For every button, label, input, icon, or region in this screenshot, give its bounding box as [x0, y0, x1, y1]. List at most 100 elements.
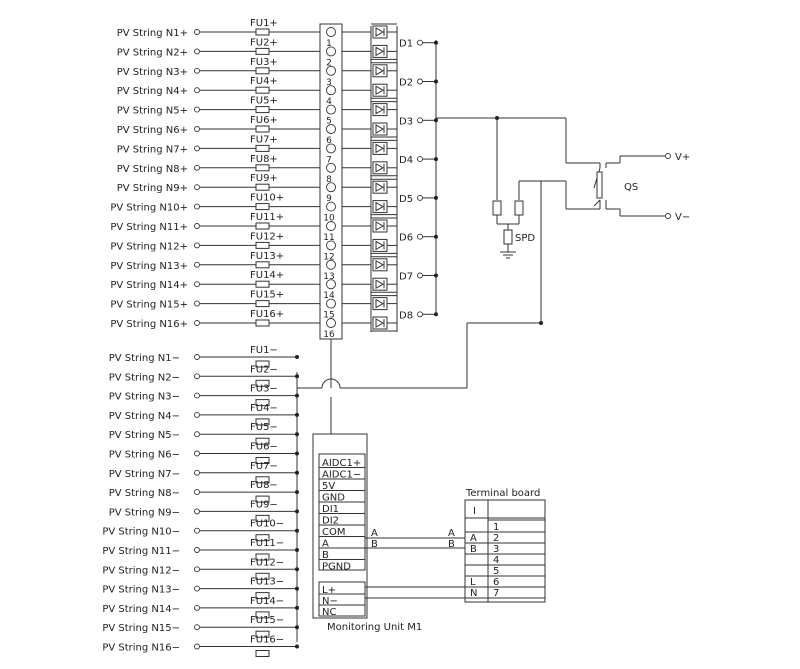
- neg-fuse-label: FU5−: [250, 422, 278, 433]
- pos-string-label: PV String N10+: [110, 203, 188, 214]
- terminal-number: 9: [326, 194, 332, 204]
- pos-fuse-label: FU16+: [250, 309, 284, 320]
- diode-box: [372, 180, 388, 194]
- terminal-screw: [326, 221, 336, 231]
- neg-string-terminal: [194, 585, 200, 592]
- pos-string-terminal: [194, 67, 200, 74]
- neg-string-terminal: [194, 643, 200, 650]
- pos-string-terminal: [194, 184, 200, 191]
- terminal-screw: [326, 318, 336, 328]
- neg-bus-junction: [295, 393, 299, 398]
- diode-arrow: [375, 162, 385, 173]
- diode-box: [372, 83, 388, 97]
- neg-fuse-label: FU11−: [250, 538, 284, 549]
- terminal-board-number: 1: [493, 522, 499, 533]
- diode-out-terminal: [417, 156, 423, 163]
- diode-label: D2: [399, 78, 413, 89]
- bus-junction: [434, 195, 438, 200]
- pos-string-terminal: [194, 300, 200, 307]
- terminal-board-title: Terminal board: [465, 488, 540, 499]
- terminal-number: 11: [323, 233, 334, 243]
- terminal-number: 3: [326, 78, 332, 88]
- pos-fuse: [255, 241, 270, 249]
- pos-string-label: PV String N14+: [110, 280, 188, 291]
- neg-bus-junction: [295, 509, 299, 514]
- diode-box: [372, 25, 388, 39]
- diode-arrow: [375, 298, 385, 309]
- monitoring-terminal-label: AIDC1−: [322, 470, 361, 481]
- terminal-screw: [326, 240, 336, 251]
- neg-fuse: [255, 592, 270, 600]
- pos-fuse: [255, 261, 270, 269]
- neg-bus-junction: [295, 470, 299, 475]
- neg-bus-junction: [295, 451, 299, 456]
- neg-string-label: PV String N1−: [109, 353, 180, 364]
- pos-fuse: [255, 300, 270, 308]
- bus-b-right: B: [448, 539, 455, 550]
- terminal-board-number: 4: [493, 555, 499, 566]
- pos-string-label: PV String N16+: [110, 319, 188, 330]
- diode-box: [372, 238, 388, 252]
- pos-string-terminal: [194, 126, 200, 132]
- monitoring-terminal-label: L+: [322, 585, 336, 596]
- pos-fuse-label: FU9+: [250, 173, 278, 184]
- neg-string-label: PV String N13−: [102, 585, 180, 596]
- pos-fuse: [255, 222, 270, 230]
- diode-box: [372, 103, 388, 117]
- neg-fuse: [255, 534, 270, 542]
- diode-arrow: [375, 65, 385, 76]
- terminal-screw: [326, 124, 336, 134]
- terminal-number: 16: [323, 330, 335, 340]
- pos-fuse: [255, 125, 270, 133]
- neg-bus-junction: [295, 605, 299, 610]
- pos-string-terminal: [194, 242, 200, 249]
- bus-a-right: A: [448, 528, 455, 539]
- neg-string-label: PV String N12−: [102, 565, 180, 576]
- neg-fuse: [255, 553, 270, 561]
- pos-string-terminal: [194, 145, 200, 152]
- neg-string-terminal: [194, 527, 200, 534]
- terminal-number: 4: [326, 97, 332, 107]
- terminal-screw: [326, 259, 336, 270]
- pos-string-label: PV String N9+: [117, 183, 188, 194]
- pos-fuse: [255, 47, 270, 55]
- terminal-number: 10: [323, 214, 335, 224]
- pos-fuse-label: FU8+: [250, 154, 278, 165]
- terminal-number: 1: [326, 39, 332, 49]
- neg-string-terminal: [194, 469, 200, 476]
- diode-arrow: [375, 27, 385, 37]
- diode-out-terminal: [417, 117, 423, 124]
- neg-bus-junction: [295, 567, 299, 572]
- neg-fuse: [255, 399, 270, 407]
- neg-fuse-label: FU2−: [250, 364, 278, 375]
- terminal-screw: [326, 65, 336, 76]
- diode-out-terminal: [417, 233, 423, 240]
- terminal-number: 15: [323, 311, 334, 321]
- pos-fuse-label: FU2+: [250, 37, 278, 48]
- terminal-screw: [326, 104, 336, 115]
- diode-out-terminal: [417, 39, 423, 46]
- neg-fuse: [255, 476, 270, 484]
- pos-string-terminal: [194, 261, 200, 268]
- pos-string-terminal: [194, 29, 200, 35]
- neg-fuse-label: FU13−: [250, 577, 284, 588]
- pos-string-label: PV String N12+: [110, 241, 188, 252]
- monitoring-terminal-label: AIDC1+: [322, 458, 361, 469]
- bus-a-left: A: [371, 528, 378, 539]
- terminal-number: 12: [323, 252, 334, 262]
- neg-bus-junction: [295, 586, 299, 591]
- terminal-screw: [326, 201, 336, 212]
- output-positive-label: V+: [675, 152, 690, 163]
- terminal-board-signal: A: [470, 533, 477, 544]
- bus-junction: [434, 234, 438, 239]
- neg-fuse: [255, 360, 270, 368]
- diode-arrow: [375, 201, 385, 212]
- dynamic-content: PV String N1+FU1+1PV String N2+FU2+2PV S…: [102, 18, 545, 657]
- pos-fuse-label: FU11+: [250, 212, 284, 223]
- terminal-number: 8: [326, 175, 332, 185]
- pos-string-terminal: [194, 281, 200, 288]
- diode-box: [372, 122, 388, 136]
- pos-fuse: [255, 106, 270, 114]
- diode-arrow: [375, 318, 385, 328]
- neg-string-terminal: [194, 508, 200, 515]
